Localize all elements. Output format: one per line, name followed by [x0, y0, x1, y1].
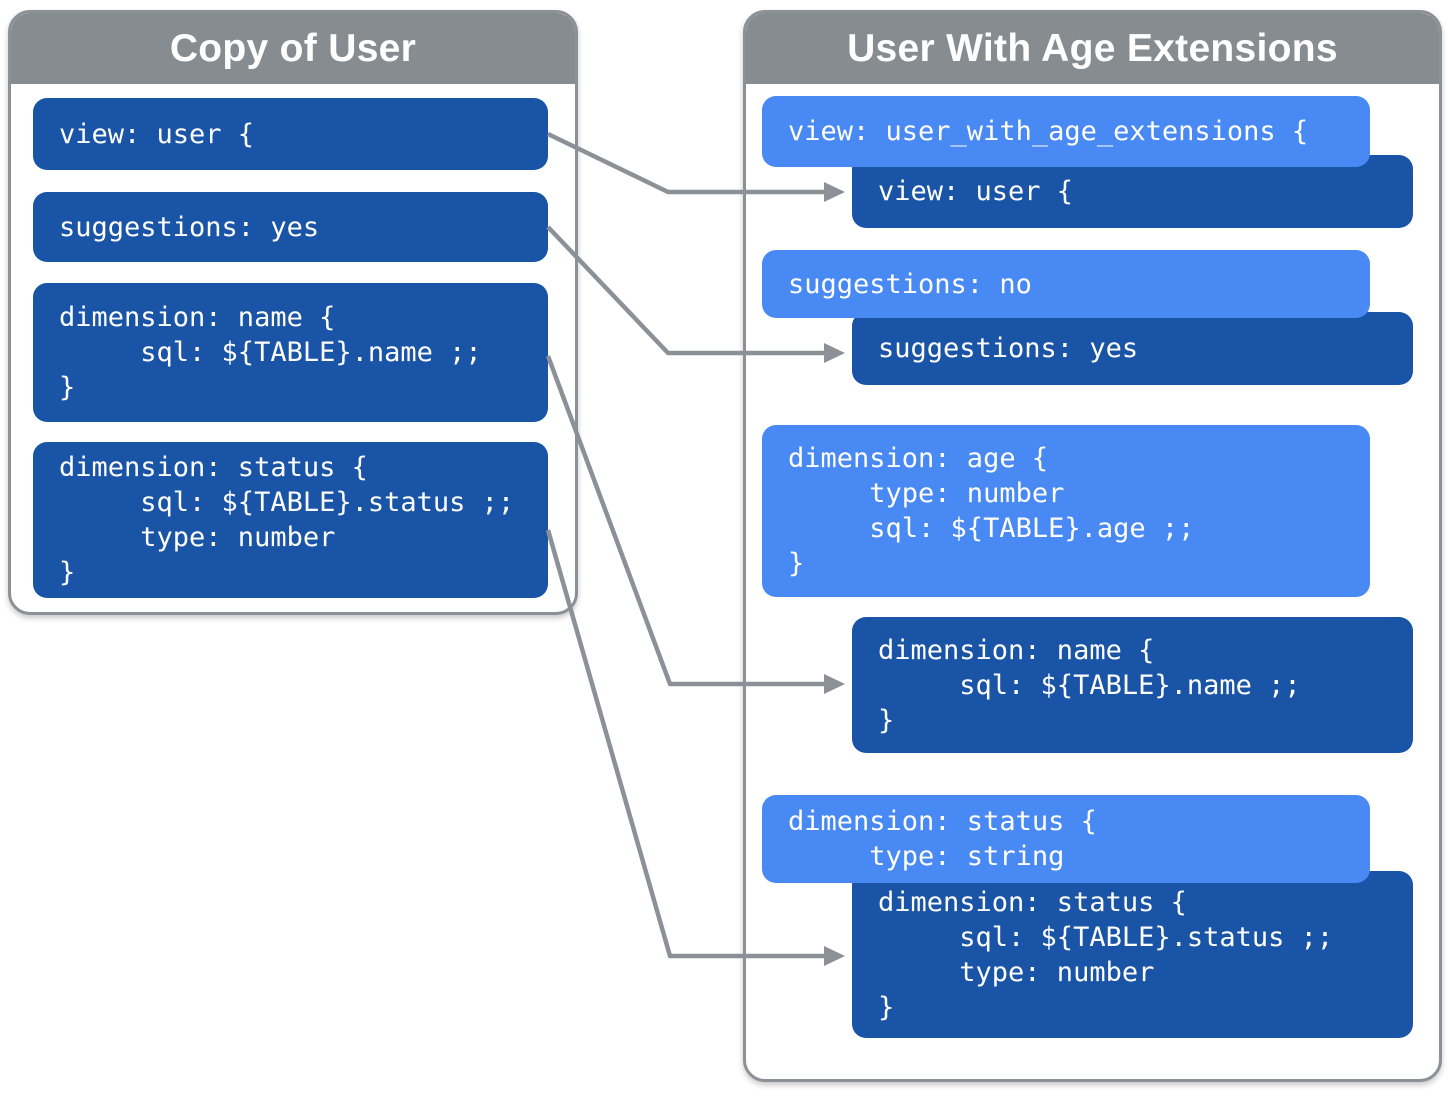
panel-user-with-age-extensions-title: User With Age Extensions — [847, 26, 1338, 70]
code-block-suggestions-inherited: suggestions: yes — [852, 312, 1413, 385]
code-block-dimension-name-inherited: dimension: name { sql: ${TABLE}.name ;; … — [852, 617, 1413, 753]
code-block-dimension-status-inherited: dimension: status { sql: ${TABLE}.status… — [852, 871, 1413, 1038]
code-block-dimension-status-override: dimension: status { type: string — [762, 795, 1370, 883]
code-block-suggestions-yes: suggestions: yes — [33, 192, 548, 262]
code-block-dimension-status: dimension: status { sql: ${TABLE}.status… — [33, 442, 548, 598]
code-block-suggestions-override: suggestions: no — [762, 250, 1370, 318]
code-block-dimension-name: dimension: name { sql: ${TABLE}.name ;; … — [33, 283, 548, 422]
code-block-dimension-age-new: dimension: age { type: number sql: ${TAB… — [762, 425, 1370, 597]
panel-copy-of-user-title: Copy of User — [169, 26, 417, 70]
code-block-view-user-inherited: view: user { — [852, 155, 1413, 228]
panel-user-with-age-extensions-header: User With Age Extensions — [746, 13, 1439, 84]
code-block-view-user: view: user { — [33, 98, 548, 170]
code-block-view-extended: view: user_with_age_extensions { — [762, 96, 1370, 167]
panel-copy-of-user-header: Copy of User — [11, 13, 575, 84]
